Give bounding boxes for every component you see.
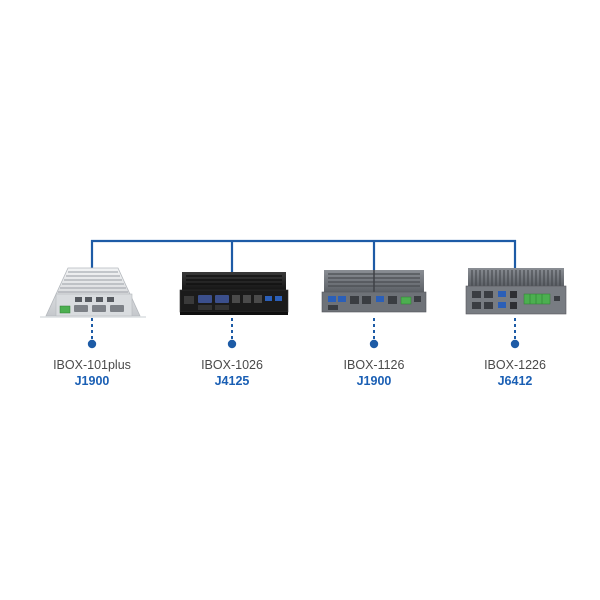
label-dot-1 (87, 339, 97, 349)
product-label-group: IBOX-101plus J1900 (22, 357, 162, 389)
label-dot-4 (510, 339, 520, 349)
product-model-name: IBOX-1026 (201, 358, 263, 372)
device-ibox-1226-image (465, 268, 567, 315)
device-ibox-101plus-image (40, 267, 146, 318)
device-ibox-1026-image (179, 272, 289, 315)
product-model-name: IBOX-1226 (484, 358, 546, 372)
product-label-group: IBOX-1026 J4125 (162, 357, 302, 389)
product-label-group: IBOX-1126 J1900 (304, 357, 444, 389)
product-cpu-name: J1900 (356, 374, 392, 388)
device-ibox-1126-image (321, 270, 427, 313)
product-label-group: IBOX-1226 J6412 (445, 357, 585, 389)
product-model-name: IBOX-1126 (343, 358, 405, 372)
product-cpu-name: J6412 (497, 374, 533, 388)
product-cpu-name: J1900 (74, 374, 110, 388)
label-dot-2 (227, 339, 237, 349)
label-dot-3 (369, 339, 379, 349)
product-cpu-name: J4125 (214, 374, 250, 388)
product-model-name: IBOX-101plus (53, 358, 131, 372)
